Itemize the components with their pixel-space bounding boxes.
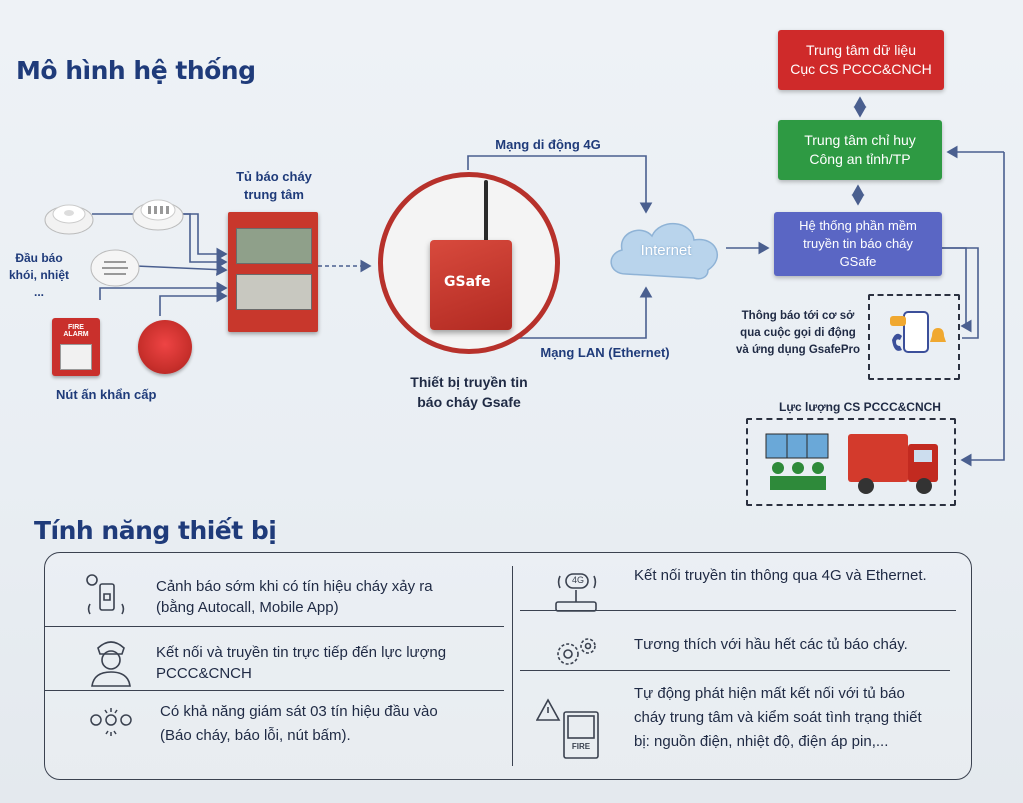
- officer-icon: [88, 634, 134, 688]
- fire-alarm-panel: [228, 212, 318, 332]
- fire-panel-warning-icon: FIRE: [536, 698, 606, 760]
- antenna: [484, 180, 488, 246]
- feature-text-5: Có khả năng giám sát 03 tín hiệu đầu vào…: [160, 703, 438, 744]
- software-box: Hệ thống phần mềm truyền tin báo cháy GS…: [774, 212, 942, 276]
- device-brand: GSafe: [444, 274, 491, 290]
- router-4g-icon: 4G: [552, 572, 600, 616]
- fire-bell: [138, 320, 192, 374]
- feature-text-4: Tương thích với hầu hết các tủ báo cháy.: [634, 636, 908, 653]
- fire-badge: FIRE: [571, 742, 591, 751]
- features-title: Tính năng thiết bị: [34, 516, 277, 545]
- phone-alert-icon: [78, 572, 128, 622]
- features-panel: [44, 552, 972, 780]
- smoke-detector-2: [132, 192, 184, 232]
- force-label: Lực lượng CS PCCC&CNCH: [779, 400, 941, 414]
- feature-text-3: Kết nối và truyền tin trực tiếp đến lực …: [156, 644, 447, 682]
- gsafe-device: GSafe: [430, 240, 512, 330]
- network-lan-label: Mạng LAN (Ethernet): [540, 345, 670, 360]
- feature-text-2: Kết nối truyền tin thông qua 4G và Ether…: [634, 567, 927, 584]
- data-center-box: Trung tâm dữ liệu Cục CS PCCC&CNCH: [778, 30, 944, 90]
- smoke-detector-1: [44, 196, 94, 236]
- internet-label: Internet: [640, 242, 692, 259]
- router-4g-text: 4G: [571, 575, 584, 585]
- force-box: [746, 418, 956, 506]
- button-label: Nút ấn khẩn cấp: [56, 387, 157, 402]
- detector-label: Đầu báo khói, nhiệt ...: [9, 251, 69, 299]
- feature-text-6: Tự động phát hiện mất kết nối với tủ báo…: [634, 685, 922, 750]
- fire-alarm-call-point: FIRE ALARM: [52, 318, 100, 376]
- call-point-text: FIRE ALARM: [63, 324, 89, 338]
- system-title: Mô hình hệ thống: [16, 56, 256, 85]
- feature-text-1: Cảnh báo sớm khi có tín hiệu cháy xảy ra…: [156, 578, 433, 616]
- device-label: Thiết bị truyền tin báo cháy Gsafe: [410, 374, 528, 410]
- heat-detector: [90, 246, 140, 288]
- notify-label: Thông báo tới cơ sở qua cuộc gọi di động…: [736, 310, 860, 356]
- command-center-box: Trung tâm chỉ huy Công an tỉnh/TP: [778, 120, 942, 180]
- notify-box: [868, 294, 960, 380]
- features-divider: [512, 566, 513, 766]
- network-4g-label: Mạng di động 4G: [495, 137, 601, 152]
- internet-cloud: Internet: [604, 214, 728, 286]
- panel-label: Tủ báo cháy trung tâm: [236, 169, 312, 202]
- signal-dots-icon: [88, 702, 134, 742]
- gears-icon: [552, 634, 598, 672]
